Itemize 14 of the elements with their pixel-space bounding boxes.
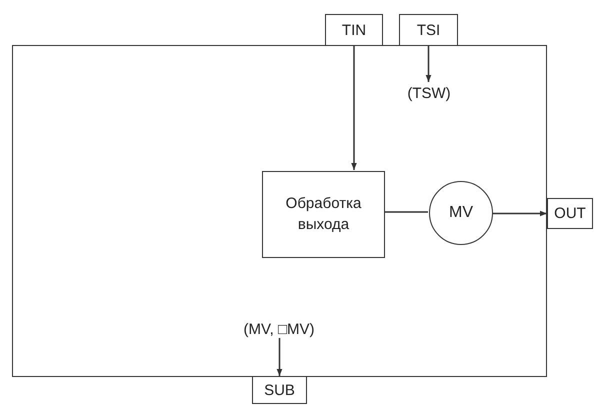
process-box: Обработка выхода <box>262 171 385 258</box>
value-circle: MV <box>429 181 493 245</box>
arrow <box>351 46 357 170</box>
signal-label: (TSW) <box>389 83 469 103</box>
terminal-box: TSI <box>399 14 458 46</box>
terminal-box: TIN <box>325 14 383 46</box>
arrow <box>276 338 282 376</box>
system-block <box>12 45 547 377</box>
signal-label: (MV, □MV) <box>229 319 329 339</box>
arrow <box>492 210 547 216</box>
arrow <box>426 46 432 82</box>
terminal-box: SUB <box>252 376 307 404</box>
terminal-box: OUT <box>547 198 593 229</box>
connector-line <box>384 211 428 213</box>
